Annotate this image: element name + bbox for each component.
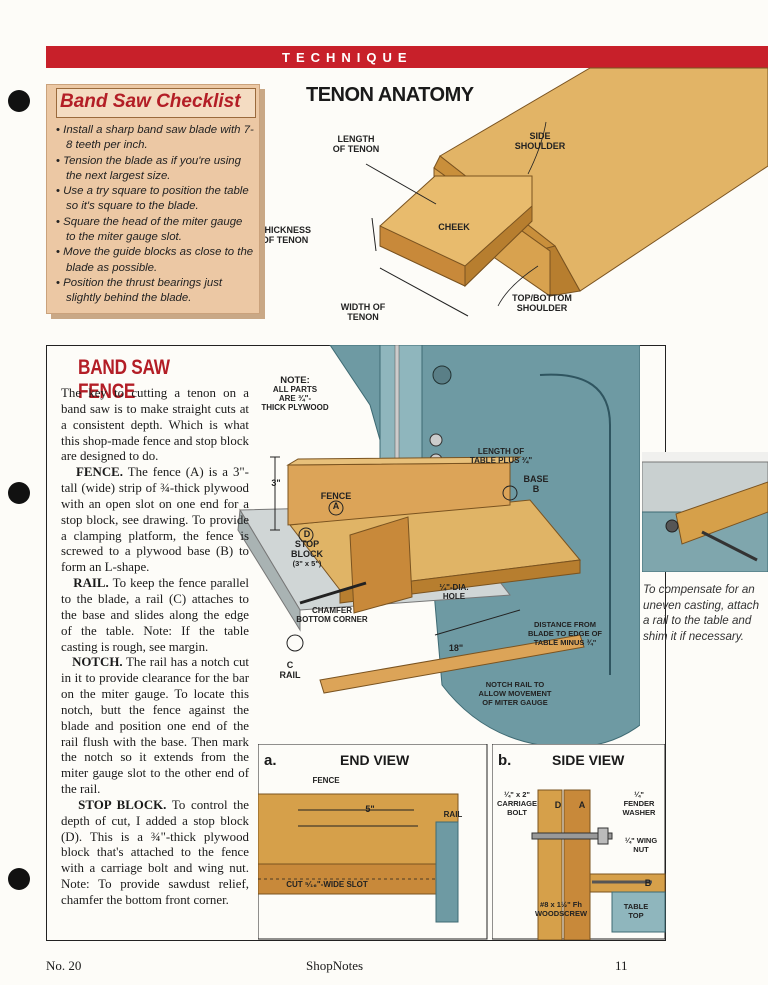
notch-heading: NOTCH. [72, 655, 123, 670]
tenon-edge [464, 204, 533, 288]
fence-top [286, 456, 522, 466]
side-view-letter: b. [498, 752, 512, 769]
end-view-title: END VIEW [340, 752, 410, 768]
label-cheek: CHEEK [438, 222, 470, 232]
rail-paragraph: To keep the fence parallel to the blade,… [61, 576, 249, 654]
label-3in: 3" [271, 478, 281, 488]
magazine-name: ShopNotes [306, 958, 364, 973]
stop-block-heading: STOP BLOCK. [78, 797, 167, 812]
rail-heading: RAIL. [73, 576, 109, 591]
letter-circle [286, 634, 304, 652]
stop-block-paragraph: To control the depth of cut, I added a s… [61, 797, 249, 907]
fence-heading: FENCE. [76, 465, 123, 480]
side-view-letter-b: B [644, 878, 652, 888]
label-18in: 18" [448, 643, 464, 653]
side-view-wing-nut [597, 827, 609, 845]
end-view-illustration [258, 744, 488, 940]
end-view-5in-label: 5" [365, 804, 375, 814]
notch-paragraph: The rail has a notch cut in it to provid… [61, 655, 250, 797]
margin-caption: To compensate for an uneven casting, att… [643, 583, 760, 643]
tenon-anatomy-title: TENON ANATOMY [306, 84, 474, 106]
end-view-clamp [435, 821, 459, 923]
checklist-title: Band Saw Checklist [60, 91, 241, 112]
article-body: The key to cutting a tenon on a band saw… [61, 386, 249, 909]
thickness-dimension-line [371, 217, 377, 252]
checklist-item: Position the thrust bearings just slight… [56, 276, 254, 307]
section-header-band [46, 46, 768, 68]
checklist-item: Install a sharp band saw blade with 7-8 … [56, 123, 254, 154]
top-shoulder-leader [497, 265, 539, 307]
upper-guide-post [379, 345, 423, 476]
issue-number: No. 20 [46, 958, 82, 973]
saw-table-edge [237, 508, 301, 632]
width-dimension-line [379, 267, 469, 317]
checklist-item: Use a try square to position the table s… [56, 184, 254, 215]
end-view-rail-label: RAIL [443, 810, 463, 819]
checklist-item: Tension the blade as if you're using the… [56, 154, 254, 185]
end-view-base [258, 863, 459, 895]
side-view-letter-d: D [554, 800, 562, 810]
checklist-items: Install a sharp band saw blade with 7-8 … [56, 123, 254, 307]
side-view-stop-block [537, 789, 563, 940]
margin-screw [701, 530, 758, 562]
length-dimension-line [365, 163, 437, 205]
checklist-item: Square the head of the miter gauge to th… [56, 215, 254, 246]
binder-hole [8, 482, 30, 504]
note-label: NOTE: ALL PARTS ARE ¾"- THICK PLYWOOD [261, 375, 329, 412]
end-view-fence [258, 793, 459, 865]
side-view-carriage-bolt [531, 832, 613, 840]
label-hole: ¼"-DIA.HOLE [439, 583, 469, 601]
band-saw-fence-illustration [237, 345, 640, 748]
side-view-letter-a: A [578, 800, 586, 810]
side-view-title: SIDE VIEW [552, 752, 625, 768]
binder-hole [8, 868, 30, 890]
side-view-table [611, 891, 666, 933]
tenon-anatomy-illustration [365, 67, 768, 317]
margin-rail-illustration [642, 452, 768, 572]
fence-article-title: BAND SAW FENCE [78, 356, 170, 403]
side-shoulder-leader [527, 121, 547, 175]
binder-hole [8, 90, 30, 112]
side-view-illustration [492, 744, 666, 940]
saw-arm-outline [539, 373, 611, 675]
guide-bearing [429, 433, 443, 447]
side-view-fence [563, 789, 591, 940]
end-view-letter: a. [264, 752, 277, 769]
checklist-title-frame [56, 88, 256, 118]
page-number: 11 [615, 958, 628, 973]
tension-knob [432, 365, 452, 385]
label-stop-block: D STOP BLOCK (3" x 5") [291, 529, 323, 568]
section-label: TECHNIQUE [282, 50, 413, 65]
intro-paragraph: The key to cutting a tenon on a band saw… [61, 386, 249, 464]
end-view-fence-label: FENCE [312, 776, 340, 785]
checklist-item: Move the guide blocks as close to the bl… [56, 245, 254, 276]
fence-paragraph: The fence (A) is a 3"-tall (wide) strip … [61, 465, 249, 575]
carriage-bolt [299, 581, 367, 605]
margin-washer [665, 519, 679, 533]
dimension-18in [434, 609, 521, 636]
rail [319, 634, 585, 694]
margin-rail [675, 481, 768, 545]
end-view-slot-label: CUT ⁵⁄₁₆"-WIDE SLOT [286, 880, 368, 889]
